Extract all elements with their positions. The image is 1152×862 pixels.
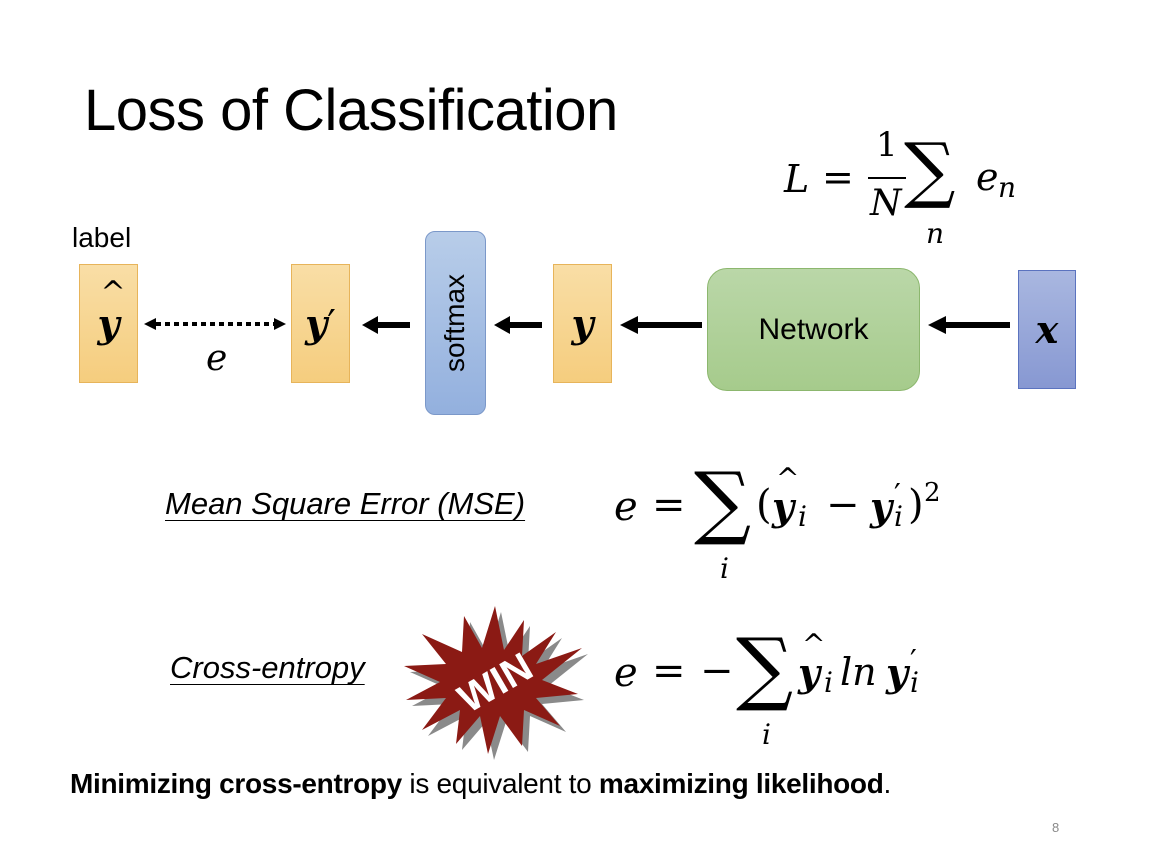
arrow-x-to-network	[928, 316, 1010, 334]
mse-term2-sub: i	[894, 500, 903, 533]
hat-accent: ^	[100, 275, 126, 310]
mse-minus: −	[826, 482, 860, 528]
mse-hat: ^	[776, 462, 800, 495]
softmax-label: softmax	[439, 273, 471, 373]
ce-term1-letter: y	[798, 650, 821, 695]
mse-power: 2	[924, 478, 941, 508]
term-base: e	[976, 155, 999, 199]
formula-denominator: N	[870, 183, 902, 224]
y-hat-letter: y	[97, 301, 120, 346]
y-prime-box: y′	[291, 264, 350, 383]
arrow-network-to-y	[620, 316, 702, 334]
mse-lhs: e	[614, 484, 638, 530]
ce-lhs: e	[614, 650, 638, 696]
mse-sum-symbol: ∑	[694, 455, 752, 548]
cross-entropy-formula: e = − ∑ i y ^ i ln y ′ i	[612, 628, 952, 756]
arrowhead-left	[144, 318, 156, 330]
ce-ln: ln	[840, 650, 877, 694]
total-loss-formula: L = 1 N ∑ n e n	[780, 125, 1040, 255]
ce-term1: y ^	[798, 628, 825, 695]
cross-entropy-label: Cross-entropy	[170, 650, 365, 685]
mse-term2: y	[870, 484, 893, 529]
mse-equals: =	[652, 482, 686, 528]
network-box: Network	[707, 268, 920, 391]
mse-term2-prime: ′	[894, 478, 901, 513]
x-symbol: x	[1035, 307, 1059, 352]
win-badge-starburst	[404, 606, 582, 754]
sum-symbol: ∑	[904, 127, 956, 211]
conclusion-sentence: Minimizing cross-entropy is equivalent t…	[70, 768, 891, 800]
arrowhead-right	[274, 318, 286, 330]
formula-lhs: L	[784, 157, 810, 201]
y-hat-symbol: y ^	[97, 275, 125, 346]
slide-title: Loss of Classification	[84, 78, 618, 143]
x-input-box: x	[1018, 270, 1076, 389]
conclusion-bold-2: maximizing likelihood	[598, 768, 884, 799]
mse-formula: e = ∑ i ( y ^ i − y ′ i ) 2	[612, 462, 972, 590]
arrow-y-to-softmax	[494, 316, 542, 334]
y-prime-letter: y	[305, 301, 328, 346]
ce-term1-sub: i	[824, 666, 833, 699]
ce-term2-sub: i	[910, 666, 919, 699]
y-symbol: y	[571, 301, 594, 346]
formula-numerator: 1	[876, 125, 898, 165]
ce-sum-symbol: ∑	[736, 621, 794, 714]
prime-mark: ′	[327, 302, 336, 346]
ce-sum-index: i	[762, 718, 771, 751]
arrow-softmax-to-yprime	[362, 316, 410, 334]
mse-label: Mean Square Error (MSE)	[165, 486, 526, 521]
mse-term1-sub: i	[798, 500, 807, 533]
mse-sum-index: i	[720, 552, 729, 585]
win-badge-icon: WIN	[404, 606, 588, 760]
mse-open-paren: (	[756, 482, 772, 528]
sum-index: n	[926, 217, 945, 250]
y-prime-symbol: y′	[305, 301, 336, 346]
y-box: y	[553, 264, 612, 383]
mse-close-paren: )	[908, 482, 924, 528]
network-label: Network	[758, 312, 869, 346]
ce-minus: −	[700, 648, 734, 694]
mse-term1-letter: y	[772, 484, 795, 529]
term-sub: n	[998, 171, 1017, 204]
page-number: 8	[1052, 820, 1060, 835]
mse-term1: y ^	[772, 462, 799, 529]
softmax-box: softmax	[425, 231, 486, 415]
ce-term2: y	[886, 650, 909, 695]
error-label: e	[206, 338, 228, 379]
fraction-bar	[868, 177, 906, 179]
ce-term2-prime: ′	[910, 644, 917, 679]
ce-hat: ^	[802, 628, 826, 661]
y-hat-box: y ^	[79, 264, 138, 383]
conclusion-end: .	[883, 768, 892, 799]
error-double-arrow	[144, 318, 286, 330]
label-caption: label	[72, 222, 132, 253]
formula-equals: =	[822, 155, 854, 199]
conclusion-bold-1: Minimizing cross-entropy	[70, 768, 402, 799]
conclusion-middle: is equivalent to	[401, 768, 599, 799]
ce-equals: =	[652, 648, 686, 694]
